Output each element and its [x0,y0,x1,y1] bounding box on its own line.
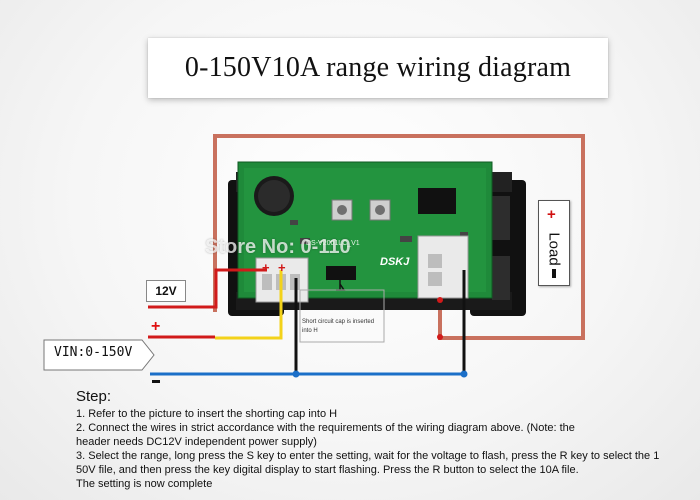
label-12v: 12V [146,280,186,302]
load-minus-sign [552,269,556,278]
step-line: 3. Select the range, long press the S ke… [76,450,660,462]
step-line: 1. Refer to the picture to insert the sh… [76,408,338,420]
step-line: The setting is now complete [76,478,213,490]
page-title: 0-150V10A range wiring diagram [184,52,572,83]
terminal-dot [437,297,443,303]
board-mark: DSKJ [380,256,410,268]
watermark: Store No: 0-110 [205,236,351,258]
load-loop-wire [213,134,585,340]
note-outline [299,289,385,343]
wire-12v-red [148,268,267,309]
terminal-block-right [417,235,469,299]
vin-label: VIN:0-150V [54,345,133,360]
terminal-plus-right: + [278,260,286,275]
minus-sign [152,380,160,383]
jumper-header [326,266,356,280]
step-line: header needs DC12V independent power sup… [76,436,317,448]
load-label: + Load [538,200,570,286]
ic-chip [418,188,456,214]
wire-yellow [215,270,283,340]
plus-sign: + [151,318,161,335]
vin-tag: VIN:0-150V [44,340,154,370]
board-code: DS-V2001LC_V1 [306,240,360,247]
steps-section: Step: 1. Refer to the picture to insert … [76,388,696,491]
step-line: 50V file, and then press the key digital… [76,464,579,476]
terminal-plus-left: + [262,260,270,275]
label-12v-text: 12V [155,284,177,298]
vin-arrow-shape [43,339,155,371]
load-text: Load [545,232,563,266]
shorting-note: Short circuit cap is inserted into H [302,319,375,334]
step-line: 2. Connect the wires in strict accordanc… [76,422,575,434]
title-box: 0-150V10A range wiring diagram [148,38,608,98]
load-plus-sign: + [547,206,556,223]
steps-heading: Step: [76,388,112,405]
